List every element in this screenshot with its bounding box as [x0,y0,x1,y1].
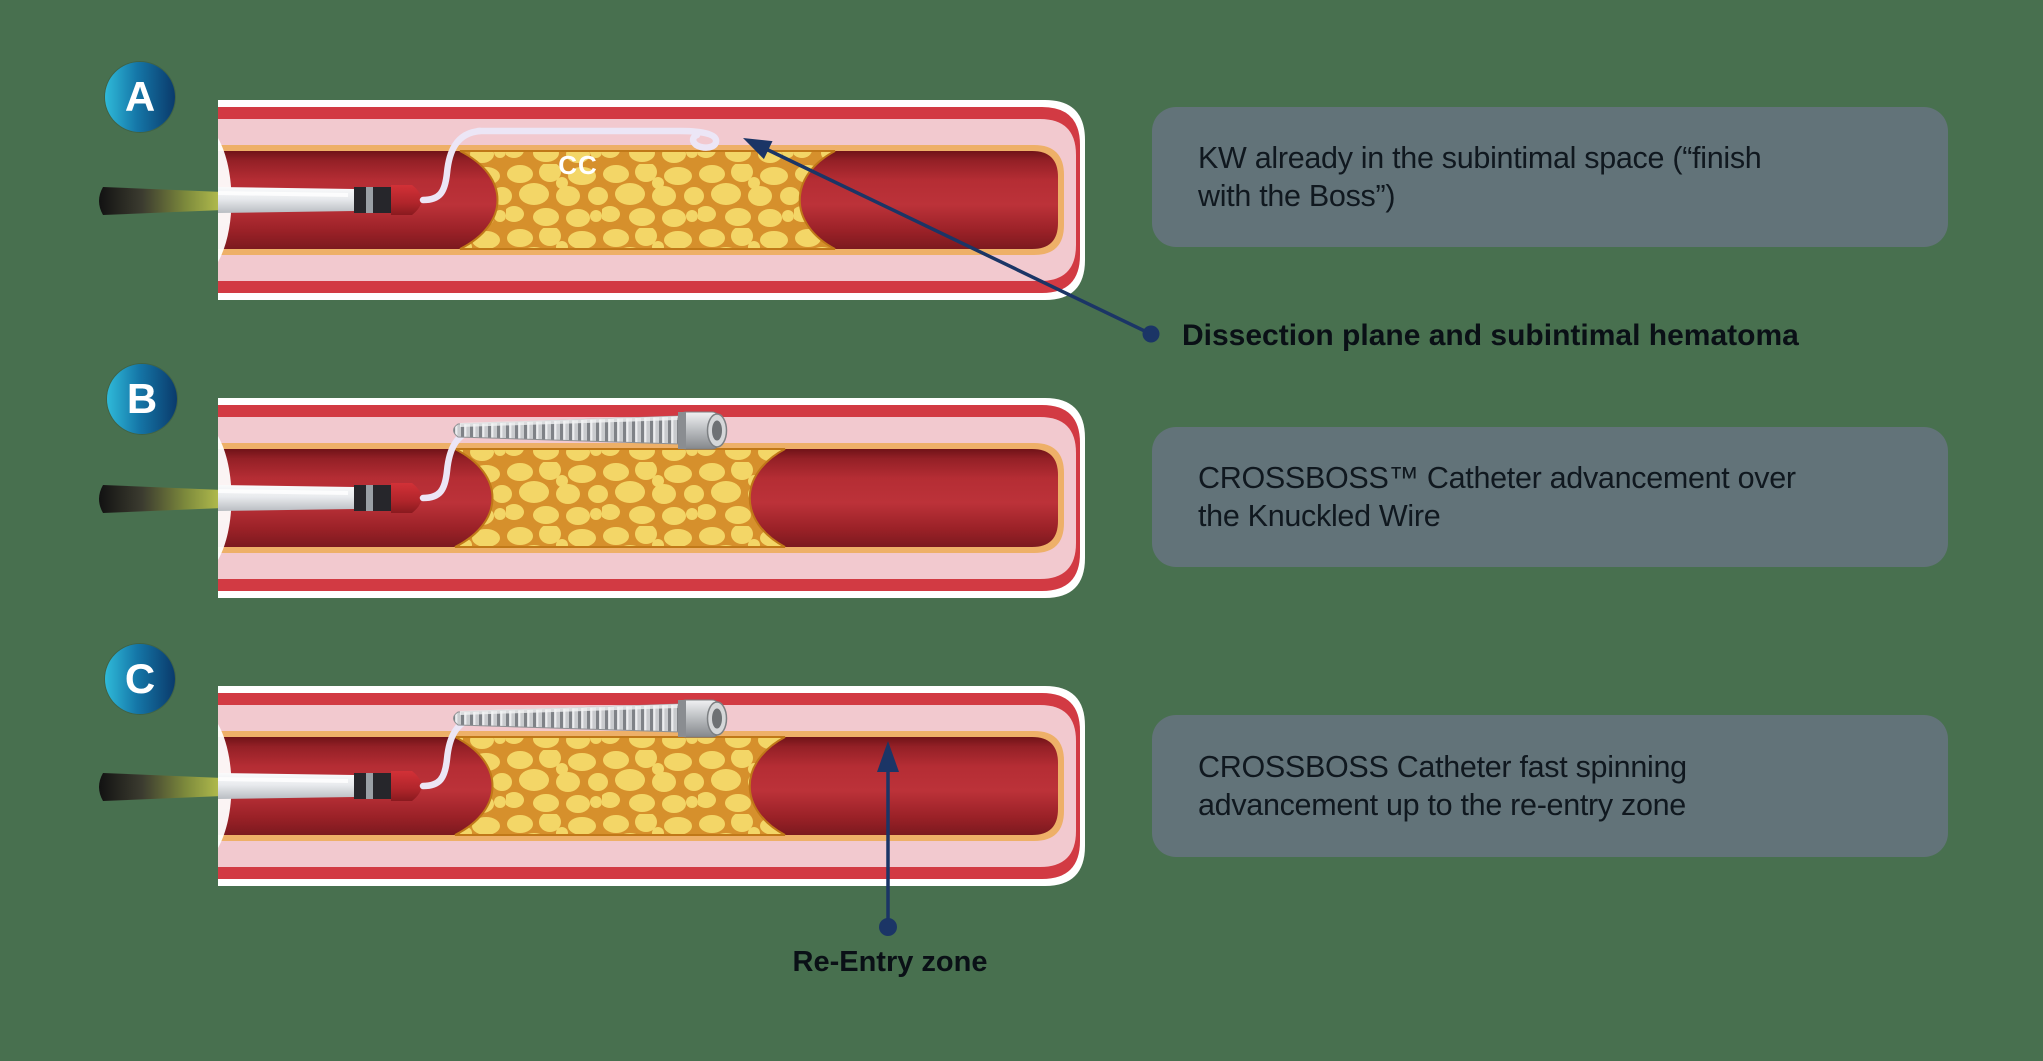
panel-c-badge: C [105,644,175,714]
caption-b-line2: the Knuckled Wire [1198,499,1441,533]
guide-catheter-outside-a [99,187,223,215]
vessel-illustration-a: CC [218,100,1085,300]
panel-a-badge-letter: A [124,73,156,120]
guide-catheter-outside-b [99,485,223,513]
caption-c-line1: CROSSBOSS Catheter fast spinning [1198,750,1687,784]
caption-box-b: CROSSBOSS™ Catheter advancement over the… [1152,427,1948,567]
cc-label: CC [558,150,598,180]
panel-a-badge: A [105,62,175,132]
guide-catheter-outside-c [99,773,223,801]
caption-a-line2: with the Boss”) [1198,179,1396,213]
vessel-illustration-b [218,398,1085,598]
panel-b-badge: B [107,364,177,434]
dissection-label: Dissection plane and subintimal hematoma [1182,319,1799,352]
panel-c-badge-letter: C [124,655,156,702]
caption-box-a: KW already in the subintimal space (“fin… [1152,107,1948,247]
caption-c-line2: advancement up to the re-entry zone [1198,788,1686,822]
caption-b-line1: CROSSBOSS™ Catheter advancement over [1198,461,1796,495]
reentry-label: Re-Entry zone [792,946,988,978]
vessel-illustration-c [218,686,1085,886]
panel-b-badge-letter: B [126,375,158,422]
caption-box-c: CROSSBOSS Catheter fast spinning advance… [1152,715,1948,857]
caption-a-line1: KW already in the subintimal space (“fin… [1198,141,1762,175]
